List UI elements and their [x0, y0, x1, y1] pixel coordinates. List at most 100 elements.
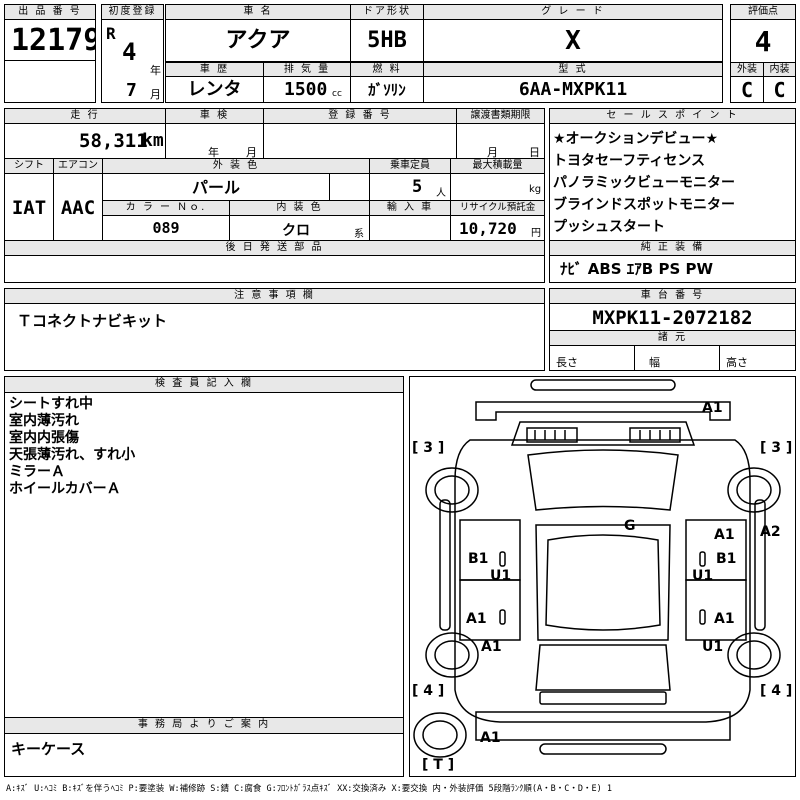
- damage-mark: U1: [692, 568, 714, 584]
- equipment: ﾅﾋﾞ ABS ｴｱB PS PW: [549, 255, 796, 283]
- spec-length: 長さ: [549, 345, 635, 371]
- damage-mark: A1: [702, 400, 723, 416]
- car-body-outline: [454, 439, 751, 723]
- inspector-note: ミラーＡ: [9, 464, 65, 480]
- spare-tire: [413, 712, 467, 758]
- hood-vent-left: [526, 427, 578, 443]
- inspection-month-unit: 月: [246, 146, 257, 159]
- grade: X: [423, 19, 723, 62]
- tire-label-rear-left: [ 4 ]: [412, 683, 445, 699]
- wheel-rear-left: [425, 632, 479, 678]
- interior-color-unit: 系: [354, 229, 364, 240]
- tire-label-front-left: [ 3 ]: [412, 440, 445, 456]
- recycle-deposit-box: 10,720 円: [450, 215, 545, 241]
- wheel-rear-right: [727, 632, 781, 678]
- first-registration-box: R 4 年 7 月: [101, 19, 164, 103]
- car-diagram-frame: [409, 376, 796, 777]
- interior-grade: C: [763, 76, 796, 103]
- door-rear-left: [459, 579, 521, 641]
- interior-color-box: クロ 系: [229, 215, 370, 241]
- history: レンタ: [165, 76, 264, 103]
- damage-mark: U1: [490, 568, 512, 584]
- lot-blank: [4, 60, 96, 103]
- interior-color: クロ: [282, 223, 310, 239]
- capacity-unit: 人: [436, 188, 446, 199]
- max-load-unit: kg: [529, 184, 542, 195]
- import-box: [369, 215, 451, 241]
- sales-point-item: トヨタセーフティセンス: [553, 153, 706, 169]
- door-handle-fl: [499, 551, 506, 567]
- sunroof: [545, 534, 661, 631]
- caution: Ｔコネクトナビキット: [4, 303, 545, 371]
- sales-point-item: プッシュスタート: [553, 219, 665, 235]
- diagram-bottom-bar: [539, 743, 667, 755]
- door-rear-right: [685, 579, 747, 641]
- door-handle-fr: [699, 551, 706, 567]
- shift: IAT: [4, 173, 54, 241]
- inspector-note: 室内内張傷: [9, 430, 79, 446]
- displacement-box: 1500 cc: [263, 76, 351, 103]
- sales-point-item: ブラインドスポットモニター: [553, 197, 735, 213]
- lot-number: 12179: [4, 19, 96, 61]
- wheel-front-left: [425, 467, 479, 513]
- damage-mark: B1: [468, 551, 489, 567]
- displacement: 1500: [284, 79, 328, 100]
- tire-label-rear-right: [ 4 ]: [760, 683, 793, 699]
- inspector-note: シートすれ中: [9, 396, 93, 412]
- exterior-color-extra: [329, 173, 370, 201]
- wheel-front-right: [727, 467, 781, 513]
- damage-mark: A2: [760, 524, 781, 540]
- document-deadline-box: 月 日: [456, 123, 545, 159]
- inspector-notes: シートすれ中 室内薄汚れ 室内内張傷 天張薄汚れ、すれ小 ミラーＡ ホイールカバ…: [4, 392, 404, 718]
- inspector-note: 天張薄汚れ、すれ小: [9, 447, 136, 463]
- spec-width: 幅: [634, 345, 720, 371]
- damage-mark: A1: [714, 611, 735, 627]
- sales-points-list: ★オークションデビュー★ トヨタセーフティセンス パノラミックビューモニター ブ…: [549, 123, 796, 241]
- inspection-year-unit: 年: [208, 146, 219, 159]
- spec-height: 高さ: [719, 345, 796, 371]
- side-skirt-left: [439, 499, 451, 631]
- sales-point-item: パノラミックビューモニター: [553, 175, 735, 191]
- door-handle-rr: [699, 609, 706, 625]
- trunk-lid: [539, 691, 667, 705]
- rear-window: [535, 644, 671, 691]
- sales-point-item: ★オークションデビュー★: [553, 131, 719, 147]
- aircon: AAC: [53, 173, 103, 241]
- damage-mark: G: [624, 518, 636, 534]
- damage-mark: A1: [480, 730, 501, 746]
- damage-mark: B1: [716, 551, 737, 567]
- damage-mark: A1: [714, 527, 735, 543]
- door-type: 5HB: [350, 19, 424, 62]
- diagram-top-bar: [530, 379, 676, 391]
- registration-month: 7: [126, 80, 137, 101]
- rear-bumper: [475, 711, 731, 741]
- deadline-month-unit: 月: [487, 146, 498, 159]
- month-unit: 月: [150, 88, 161, 101]
- registration-year: 4: [122, 38, 137, 66]
- later-shipment-parts: [4, 255, 545, 283]
- door-handle-rl: [499, 609, 506, 625]
- damage-mark: A1: [481, 639, 502, 655]
- inspector-note: 室内薄汚れ: [9, 413, 79, 429]
- model-name: アクア: [165, 19, 351, 62]
- tire-label-spare: [ T ]: [422, 757, 455, 773]
- displacement-unit: cc: [332, 89, 342, 99]
- capacity: 5: [412, 177, 423, 197]
- era: R: [106, 24, 116, 43]
- score: 4: [730, 19, 796, 63]
- mileage-unit: km: [142, 130, 164, 151]
- year-unit: 年: [150, 64, 161, 77]
- deadline-day-unit: 日: [529, 146, 540, 159]
- roof: [535, 524, 671, 641]
- fuel: ｶﾞｿﾘﾝ: [350, 76, 424, 103]
- side-skirt-right: [754, 499, 766, 631]
- inspection-box: 年 月: [165, 123, 264, 159]
- recycle-deposit-unit: 円: [531, 228, 541, 239]
- tire-label-front-right: [ 3 ]: [760, 440, 793, 456]
- damage-mark: U1: [702, 639, 724, 655]
- inspector-note: ホイールカバーＡ: [9, 481, 121, 497]
- hood: [510, 421, 696, 446]
- legend: A:ｷｽﾞ U:ﾍｺﾐ B:ｷｽﾞを伴うﾍｺﾐ P:要塗装 W:補修跡 S:錆 …: [6, 784, 612, 794]
- model-type: 6AA-MXPK11: [423, 76, 723, 103]
